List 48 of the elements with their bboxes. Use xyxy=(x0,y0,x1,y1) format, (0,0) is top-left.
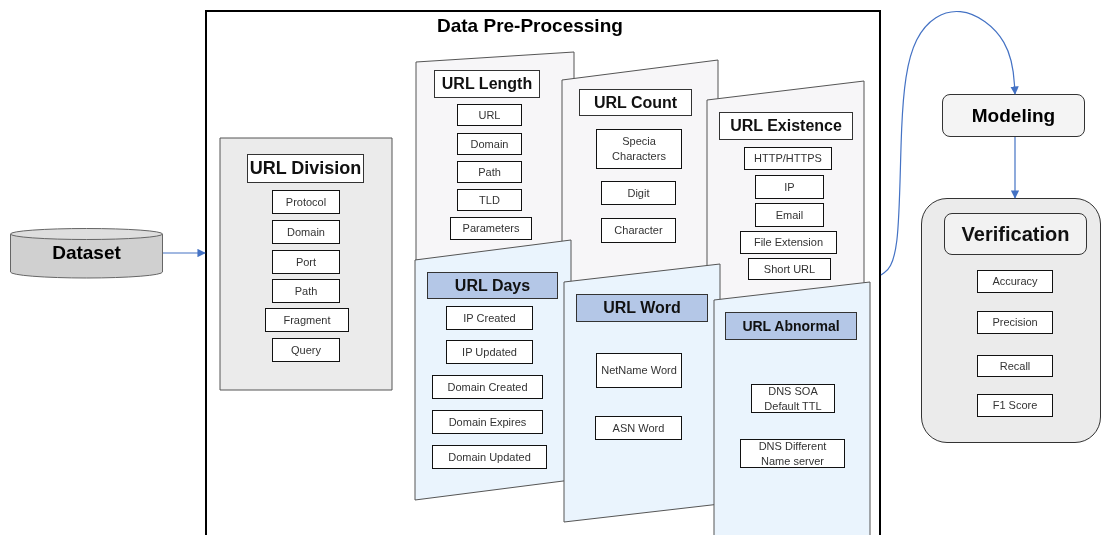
feature-box: Fragment xyxy=(265,308,349,332)
panel-heading: URL Days xyxy=(427,272,558,299)
feature-box: Domain xyxy=(457,133,522,155)
feature-box: ASN Word xyxy=(595,416,682,440)
panel-heading: URL Count xyxy=(579,89,692,116)
node-label: Dataset xyxy=(51,242,122,264)
feature-box: Email xyxy=(755,203,824,227)
feature-box: NetName Word xyxy=(596,353,682,388)
feature-box: Protocol xyxy=(272,190,340,214)
feature-box: TLD xyxy=(457,189,522,211)
feature-box: Recall xyxy=(977,355,1053,377)
connector-arrow xyxy=(162,248,206,258)
feature-box: Specia Characters xyxy=(596,129,682,169)
feature-box: Parameters xyxy=(450,217,532,240)
panel-heading: URL Division xyxy=(247,154,364,183)
feature-box: Domain Expires xyxy=(432,410,543,434)
container-title: Data Pre-Processing xyxy=(437,15,623,37)
panel-heading: URL Existence xyxy=(719,112,853,140)
panel-heading: URL Abnormal xyxy=(725,312,857,340)
feature-box: Accuracy xyxy=(977,270,1053,293)
feature-box: DNS SOA Default TTL xyxy=(751,384,835,413)
feature-box: Path xyxy=(457,161,522,183)
feature-box: File Extension xyxy=(740,231,837,254)
feature-box: HTTP/HTTPS xyxy=(744,147,832,170)
connector-arrow xyxy=(880,10,1019,276)
feature-box: URL xyxy=(457,104,522,126)
panel-heading: URL Word xyxy=(576,294,708,322)
feature-box: IP Updated xyxy=(446,340,533,364)
panel-heading: Verification xyxy=(944,213,1087,255)
feature-box: Precision xyxy=(977,311,1053,334)
connector-arrow xyxy=(1010,136,1020,199)
feature-box: F1 Score xyxy=(977,394,1053,417)
feature-box: Digit xyxy=(601,181,676,205)
feature-box: Domain Created xyxy=(432,375,543,399)
feature-box: Path xyxy=(272,279,340,303)
feature-box: Domain xyxy=(272,220,340,244)
feature-box: Domain Updated xyxy=(432,445,547,469)
feature-box: Short URL xyxy=(748,258,831,280)
feature-box: IP Created xyxy=(446,306,533,330)
feature-box: Query xyxy=(272,338,340,362)
process-box: Modeling xyxy=(942,94,1085,137)
feature-box: Character xyxy=(601,218,676,243)
verification-panel xyxy=(921,198,1101,443)
feature-box: IP xyxy=(755,175,824,199)
feature-box: Port xyxy=(272,250,340,274)
panel-heading: URL Length xyxy=(434,70,540,98)
feature-box: DNS Different Name server xyxy=(740,439,845,468)
process-container xyxy=(205,10,881,535)
